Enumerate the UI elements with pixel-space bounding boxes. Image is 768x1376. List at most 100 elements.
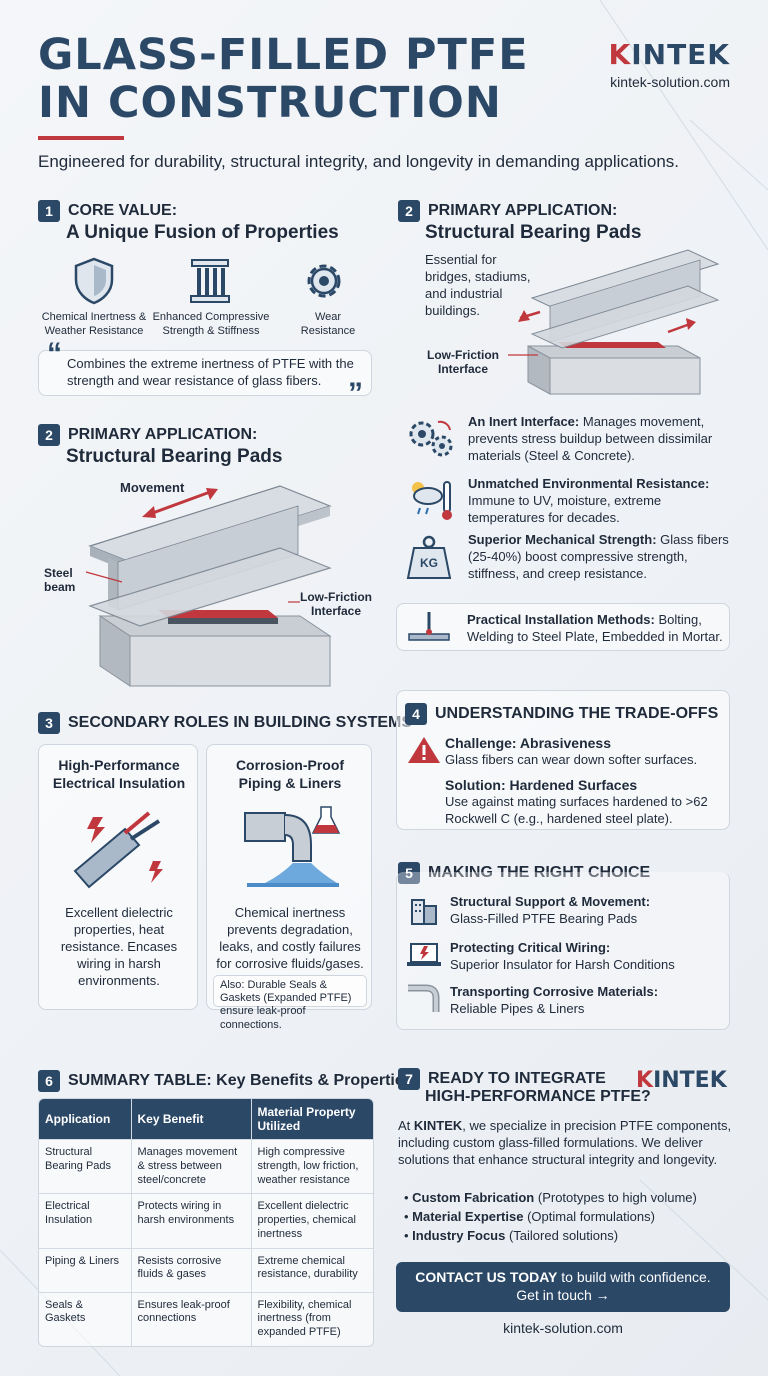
core-icons: Chemical Inertness & Weather Resistance … [38, 256, 368, 337]
section-title: UNDERSTANDING THE TRADE-OFFS [435, 705, 719, 722]
table-cell: Manages movement & stress between steel/… [130, 1138, 251, 1194]
card-text: Chemical inertness prevents degradation,… [216, 905, 364, 971]
title-underline [38, 136, 124, 140]
install-box: Practical Installation Methods: Bolting,… [396, 603, 730, 651]
primary-left-subtitle: Structural Bearing Pads [66, 446, 283, 467]
weight-label: KG [420, 556, 438, 570]
movement-label: Movement [120, 480, 185, 495]
table-row: Piping & Liners Resists corrosive fluids… [39, 1247, 373, 1292]
feature-title: Superior Mechanical Strength: [468, 532, 657, 547]
section-title: PRIMARY APPLICATION: [428, 202, 618, 219]
feature-text: Manages movement, prevents stress buildu… [468, 414, 713, 463]
solution-text: Use against mating surfaces hardened to … [445, 794, 708, 826]
contact-us-button[interactable]: CONTACT US TODAY to build with confidenc… [396, 1262, 730, 1312]
shield-icon [74, 257, 114, 305]
install-text: Practical Installation Methods: Bolting,… [467, 612, 725, 646]
bullet-bold: Custom Fabrication [412, 1190, 535, 1205]
choice-text: Superior Insulator for Harsh Conditions [450, 956, 675, 972]
cta-line1: CONTACT US TODAY to build with confidenc… [396, 1269, 730, 1285]
building-icon [411, 899, 437, 925]
cta-rest: to build with confidence. [557, 1269, 711, 1285]
icon-label: Enhanced Compressive Strength & Stiffnes… [152, 311, 270, 337]
icon-label: Chemical Inertness & Weather Resistance [41, 311, 147, 337]
callout-line [508, 354, 538, 356]
section-number: 4 [405, 703, 427, 725]
cta-brand-logo: KINTEK [636, 1068, 727, 1093]
brand-k: K [608, 38, 632, 71]
cta-header: 7 READY TO INTEGRATE [398, 1068, 606, 1090]
secondary-header: 3 SECONDARY ROLES IN BUILDING SYSTEMS [38, 712, 412, 734]
card-text: Excellent dielectric properties, heat re… [60, 905, 178, 988]
section-title: SUMMARY TABLE: Key Benefits & Properties [68, 1072, 413, 1089]
feature-title: Unmatched Environmental Resistance: [468, 476, 710, 491]
section-title: CORE VALUE: [68, 202, 178, 219]
feature-text: Glass fibers (25-40%) boost compressive … [468, 532, 729, 581]
welding-icon [408, 612, 450, 641]
footer-url[interactable]: kintek-solution.com [503, 1320, 623, 1336]
weight-icon [406, 535, 452, 579]
section-title: READY TO INTEGRATE [428, 1070, 606, 1087]
choice-item: Protecting Critical Wiring:Superior Insu… [450, 940, 728, 974]
interface-label: Low-Friction Interface [300, 590, 372, 619]
choice-item: Transporting Corrosive Materials:Reliabl… [450, 984, 728, 1018]
section-number: 7 [398, 1068, 420, 1090]
bearing-pad-illustration-small [518, 249, 720, 395]
cta-bullets: • Custom Fabrication (Prototypes to high… [404, 1190, 734, 1247]
table-cell: Seals & Gaskets [39, 1291, 131, 1346]
page-title-line1: GLASS-FILLED PTFE [38, 30, 529, 80]
cta-intro: At KINTEK, we specialize in precision PT… [398, 1118, 732, 1169]
table-cell: Extreme chemical resistance, durability [250, 1247, 373, 1292]
laptop-bolt-icon [407, 943, 441, 966]
table-cell: Excellent dielectric properties, chemica… [250, 1193, 373, 1248]
brand-rest: INTEK [631, 38, 730, 71]
choice-text: Glass-Filled PTFE Bearing Pads [450, 910, 638, 926]
list-item: • Industry Focus (Tailored solutions) [404, 1228, 619, 1243]
challenge-text: Glass fibers can wear down softer surfac… [445, 752, 698, 767]
intro-prefix: At [398, 1118, 414, 1133]
close-quote-icon: ” [348, 377, 363, 410]
core-quote-box: “ ” Combines the extreme inertness of PT… [38, 337, 372, 410]
table-cell: Protects wiring in harsh environments [130, 1193, 251, 1248]
table-row: Electrical Insulation Protects wiring in… [39, 1193, 373, 1248]
challenge-title: Challenge: Abrasiveness [445, 735, 611, 751]
section-number: 3 [38, 712, 60, 734]
intro-rest: , we specialize in precision PTFE compon… [398, 1118, 732, 1167]
list-item: • Material Expertise (Optimal formulatio… [404, 1209, 655, 1224]
weather-thermometer-icon [412, 481, 452, 520]
warning-icon [408, 737, 440, 763]
gear-icon [307, 264, 341, 298]
steel-beam-label: Steel beam [44, 566, 76, 595]
solution-title: Solution: Hardened Surfaces [445, 777, 638, 793]
cta-bold: CONTACT US TODAY [415, 1269, 558, 1285]
intro-brand: KINTEK [413, 1118, 463, 1133]
feature-item: Superior Mechanical Strength: Glass fibe… [468, 532, 730, 583]
cta-title-line2: HIGH-PERFORMANCE PTFE? [425, 1088, 651, 1105]
table-header: Material Property Utilized [250, 1099, 373, 1140]
summary-table: Application Key Benefit Material Propert… [38, 1098, 374, 1347]
icon-label: Wear Resistance [300, 311, 356, 337]
feature-item: Unmatched Environmental Resistance: Immu… [468, 476, 730, 527]
open-quote-icon: “ [47, 337, 62, 370]
table-cell: Ensures leak-proof connections [130, 1291, 251, 1346]
pipe-flask-icon [244, 806, 341, 887]
brand-rest: INTEK [653, 1068, 727, 1093]
tradeoffs-header: 4 UNDERSTANDING THE TRADE-OFFS [405, 703, 718, 725]
section-title: SECONDARY ROLES IN BUILDING SYSTEMS [68, 714, 413, 731]
tradeoffs-box: 4 UNDERSTANDING THE TRADE-OFFS Challenge:… [396, 690, 730, 830]
table-row: Structural Bearing Pads Manages movement… [39, 1138, 373, 1194]
section-number: 2 [38, 424, 60, 446]
table-header: Key Benefit [130, 1099, 251, 1140]
table-cell: Flexibility, chemical inertness (from ex… [250, 1291, 373, 1346]
card-title: High-Performance Electrical Insulation [52, 757, 186, 791]
choice-title: Transporting Corrosive Materials: [450, 984, 659, 999]
brand-logo: KINTEK [609, 38, 730, 71]
list-item: • Custom Fabrication (Prototypes to high… [404, 1190, 697, 1205]
feature-text: Immune to UV, moisture, extreme temperat… [468, 492, 662, 525]
secondary-card-electrical: High-Performance Electrical Insulation E… [38, 744, 198, 1010]
feature-title: An Inert Interface: [468, 414, 580, 429]
choice-item: Structural Support & Movement:Glass-Fill… [450, 894, 728, 928]
